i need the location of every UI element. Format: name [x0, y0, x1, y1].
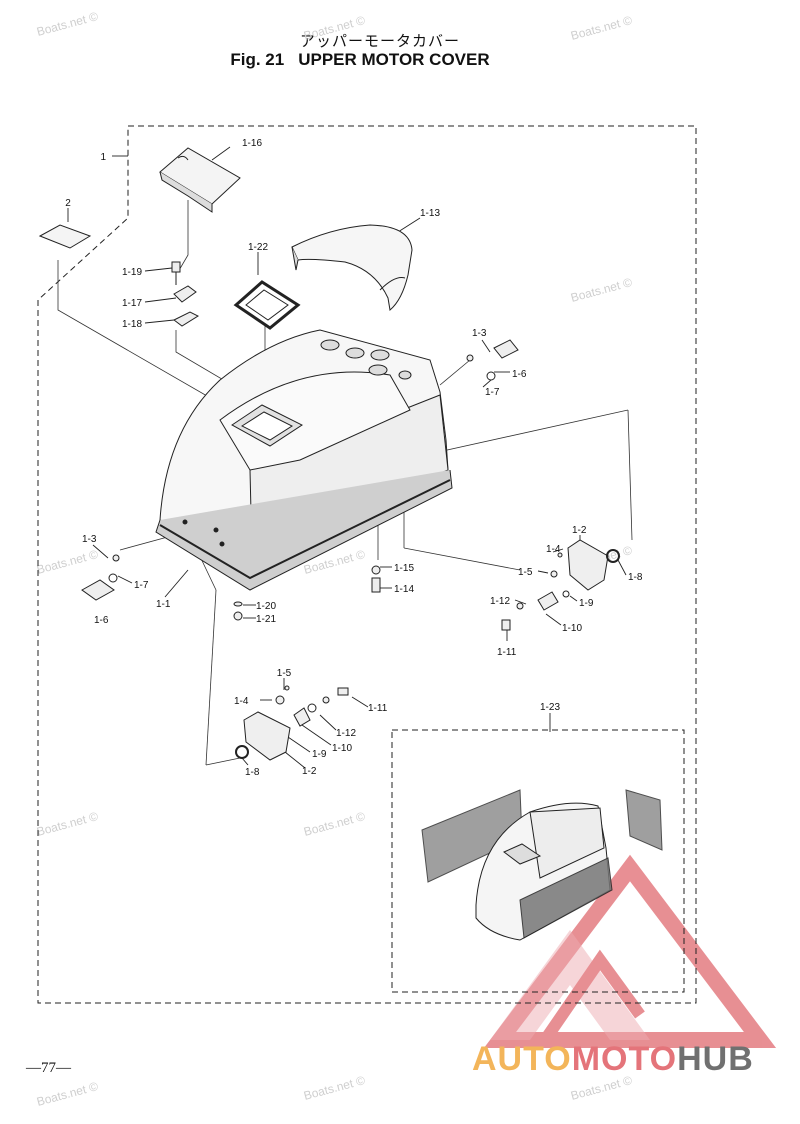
part-labels: 1 2 1-16 1-13 1-22 1-19 1-17 1-18 1-3 1-… [65, 138, 643, 778]
part-1-16-plate [159, 147, 241, 213]
label-1-12: 1-12 [336, 728, 356, 739]
title-japanese: アッパーモータカバー [299, 32, 460, 50]
watermark: Boats.net © [35, 547, 100, 577]
watermarks: Boats.net © Boats.net © Boats.net © Boat… [35, 9, 634, 1109]
page-number: —77— [26, 1060, 71, 1076]
watermark: Boats.net © [569, 275, 634, 305]
label-1-6: 1-6 [512, 369, 527, 380]
watermark: Boats.net © [302, 13, 367, 43]
label-1-11: 1-11 [368, 703, 388, 714]
label-1-5: 1-5 [277, 668, 292, 679]
part-1-23-decal-set [421, 789, 663, 941]
brand-logo: AUTOMOTOHUB [472, 1040, 754, 1079]
label-1-16: 1-16 [242, 138, 262, 149]
label-1-18: 1-18 [122, 319, 142, 330]
label-1-17: 1-17 [122, 298, 142, 309]
watermark: Boats.net © [569, 13, 634, 43]
label-1-7: 1-7 [485, 387, 500, 398]
label-1-8: 1-8 [245, 767, 260, 778]
watermark: Boats.net © [35, 1079, 100, 1109]
part-1-13-top-cover [291, 224, 413, 311]
label-1-22: 1-22 [248, 242, 268, 253]
label-1-13: 1-13 [420, 208, 440, 219]
label-1-8: 1-8 [628, 572, 643, 583]
figure-title-text: UPPER MOTOR COVER [298, 50, 490, 69]
label-1-21: 1-21 [256, 614, 276, 625]
figure-title: Fig. 21 UPPER MOTOR COVER [0, 50, 720, 70]
label-1-2: 1-2 [572, 525, 587, 536]
label-1-23: 1-23 [540, 702, 560, 713]
label-1: 1 [100, 152, 106, 163]
watermark: Boats.net © [35, 809, 100, 839]
label-1-10: 1-10 [332, 743, 352, 754]
label-1-7: 1-7 [134, 580, 149, 591]
label-1-3: 1-3 [82, 534, 97, 545]
watermark: Boats.net © [302, 1073, 367, 1103]
label-1-19: 1-19 [122, 267, 142, 278]
assembly-boundary [37, 125, 697, 1004]
label-1-3: 1-3 [472, 328, 487, 339]
part-1-22-gasket [233, 280, 301, 330]
figure-number: Fig. 21 [230, 50, 285, 69]
label-1-12: 1-12 [490, 596, 510, 607]
nut-1-21 [233, 601, 243, 621]
label-1-4: 1-4 [546, 544, 561, 555]
logo-part-moto: MOTO [571, 1040, 678, 1078]
logo-part-hub: HUB [677, 1040, 754, 1078]
right-bracket-assembly [501, 539, 620, 631]
label-1-4: 1-4 [234, 696, 249, 707]
logo-part-auto: AUTO [472, 1040, 572, 1078]
leader-lines [67, 146, 627, 769]
latch-hardware [171, 261, 200, 327]
label-1-10: 1-10 [562, 623, 582, 634]
label-1-9: 1-9 [579, 598, 594, 609]
label-1-14: 1-14 [394, 584, 414, 595]
label-1-5: 1-5 [518, 567, 533, 578]
watermark: Boats.net © [302, 809, 367, 839]
label-2: 2 [65, 198, 71, 209]
left-bracket-assembly [235, 685, 349, 761]
part-2-decal [38, 224, 92, 249]
label-1-20: 1-20 [256, 601, 276, 612]
label-1-9: 1-9 [312, 749, 327, 760]
logo-triangle [483, 854, 777, 1048]
watermark: Boats.net © [35, 9, 100, 39]
label-1-2: 1-2 [302, 766, 317, 777]
label-1-15: 1-15 [394, 563, 414, 574]
bolt-1-14 [371, 565, 381, 593]
label-1-6: 1-6 [94, 615, 109, 626]
part-1-1-motor-cover [155, 329, 453, 591]
label-1-11: 1-11 [497, 647, 517, 658]
label-1-1: 1-1 [156, 599, 171, 610]
right-lever-hardware [466, 339, 519, 381]
left-lever-hardware [81, 554, 120, 601]
